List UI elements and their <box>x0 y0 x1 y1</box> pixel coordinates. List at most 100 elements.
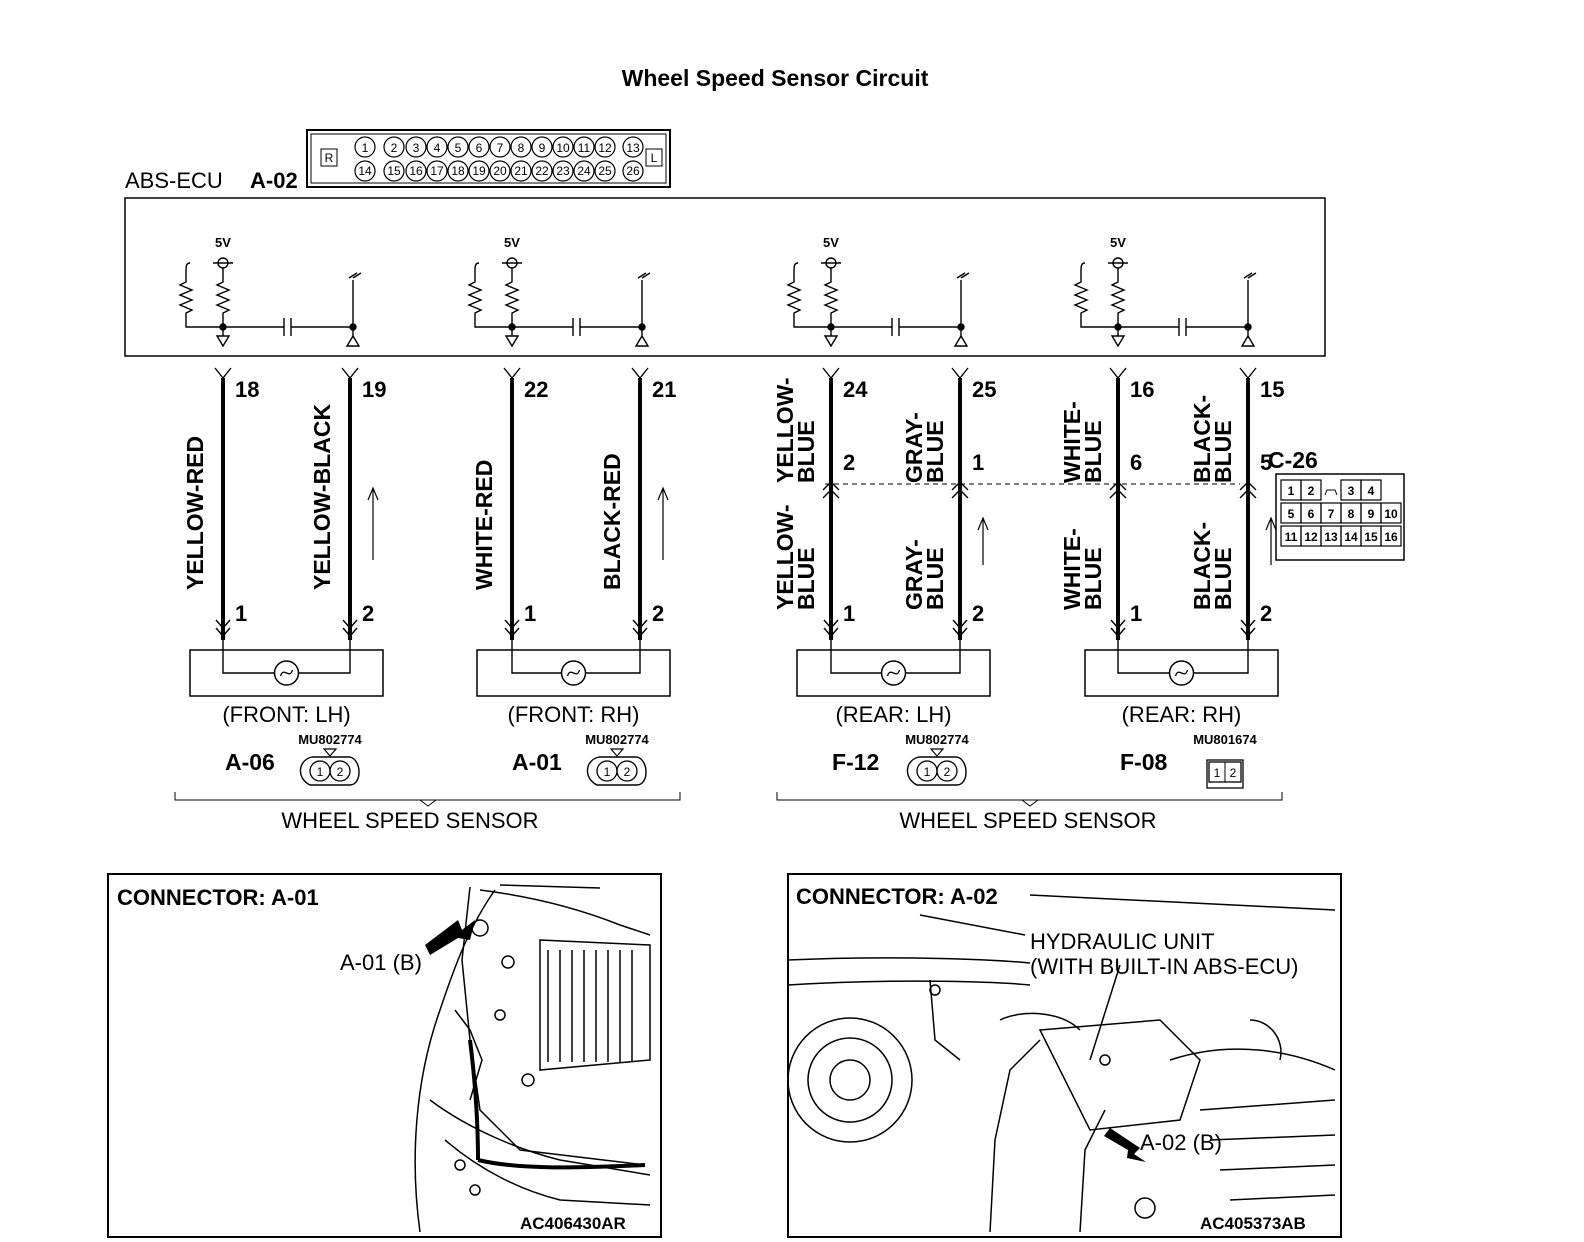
sensor-connector-pin: 2 <box>1230 766 1237 780</box>
wire-color-label: BLUE <box>1080 420 1106 483</box>
ecu-pin-label: 7 <box>497 141 504 155</box>
wire-color-label: BLUE <box>793 420 819 483</box>
ecu-pin-number: 22 <box>524 377 548 402</box>
ecu-pin <box>552 136 574 158</box>
ecu-sensor-interface: 5V <box>178 235 362 348</box>
supply-label: 5V <box>823 235 839 250</box>
ecu-pin <box>552 160 574 182</box>
sensor-connector-label: A-01 <box>512 749 562 775</box>
c26-pin-number: 1 <box>972 450 984 475</box>
ecu-sensor-interface: 5V <box>467 235 651 348</box>
ecu-pin <box>510 160 532 182</box>
sensor-position-label: (FRONT: LH) <box>222 702 350 727</box>
ecu-pin-number: 15 <box>1260 377 1284 402</box>
group-brace-rear <box>776 792 1283 807</box>
c26-terminal <box>1239 481 1257 499</box>
wire-color-label: WHITE- <box>1059 401 1085 483</box>
ecu-pin <box>622 160 644 182</box>
ecu-internal-circuits: 5V 5V 5V 5V <box>178 235 1257 348</box>
sensor-pin-number: 2 <box>1260 601 1272 626</box>
panel-a02-callout-unit-sub: (WITH BUILT-IN ABS-ECU) <box>1030 954 1299 979</box>
ecu-pin-number: 16 <box>1130 377 1154 402</box>
supply-label: 5V <box>1110 235 1126 250</box>
c26-pin-label: 3 <box>1348 484 1355 498</box>
ecu-pin-label: 22 <box>535 164 549 178</box>
wire-color-label: BLACK-RED <box>599 453 625 590</box>
sensor-part-number: MU802774 <box>905 732 969 747</box>
ecu-pin-label: 23 <box>556 164 570 178</box>
connector-panel-a02: CONNECTOR: A-02 HYDRAULIC UNIT (WITH BUI… <box>787 873 1342 1238</box>
ecu-pin <box>573 160 595 182</box>
wire-color-label: YELLOW-RED <box>182 436 208 590</box>
ecu-side-right: L <box>651 151 658 165</box>
wire-color-label: BLUE <box>1210 547 1236 610</box>
sensor-terminal <box>952 619 968 638</box>
c26-pin <box>1380 525 1402 547</box>
signal-direction-arrow <box>1265 516 1277 565</box>
sensor-connector-label: A-06 <box>225 749 275 775</box>
ecu-pin-label: 6 <box>476 141 483 155</box>
wire-color-label: WHITE-RED <box>471 460 497 590</box>
ecu-pin-number: 24 <box>843 377 868 402</box>
ecu-terminal <box>341 367 359 380</box>
ecu-pin-label: 2 <box>391 141 398 155</box>
sensor-box <box>1084 649 1279 697</box>
ecu-pin-label: 8 <box>518 141 525 155</box>
sensor-pin-number: 2 <box>652 601 664 626</box>
signal-direction-arrow <box>367 486 379 560</box>
ecu-terminal <box>822 367 840 380</box>
ecu-pin-label: 21 <box>514 164 528 178</box>
panel-a02-callout-connector: A-02 (B) <box>1140 1130 1222 1155</box>
ecu-pin <box>531 160 553 182</box>
c26-terminal <box>951 481 969 499</box>
ecu-box <box>124 197 1326 357</box>
connector-panel-a01: CONNECTOR: A-01 A-01 (B) AC406430AR <box>107 873 662 1238</box>
sensor-pin-number: 1 <box>1130 601 1142 626</box>
ecu-pin <box>354 136 376 158</box>
ecu-pin <box>468 136 490 158</box>
ecu-pin <box>447 136 469 158</box>
c26-pin-label: 11 <box>1285 530 1298 544</box>
ecu-pin-label: 11 <box>578 141 591 155</box>
ecu-pin-number: 21 <box>652 377 676 402</box>
ecu-pin <box>426 160 448 182</box>
signal-direction-arrow <box>977 516 989 565</box>
panel-a02-title: CONNECTOR: A-02 <box>796 884 998 909</box>
sensor-position-label: (REAR: LH) <box>835 702 951 727</box>
harness-a01 <box>477 1158 646 1170</box>
pointer-arrow-a02 <box>1104 1128 1146 1162</box>
c26-pin-number: 2 <box>843 450 855 475</box>
ecu-terminal <box>631 367 649 380</box>
group-label-rear: WHEEL SPEED SENSOR <box>899 808 1156 833</box>
ecu-sensor-interface: 5V <box>786 235 970 348</box>
c26-pin-label: 13 <box>1324 530 1338 544</box>
panel-a02-callout-unit: HYDRAULIC UNIT <box>1030 929 1215 954</box>
sensor-terminal <box>823 619 839 638</box>
ecu-pin <box>573 136 595 158</box>
ecu-pin-label: 3 <box>413 141 420 155</box>
ecu-pin <box>354 160 376 182</box>
wire-color-label: YELLOW- <box>772 377 798 483</box>
sensor-connector-pin: 2 <box>944 765 951 779</box>
c26-pin-label: 12 <box>1304 530 1318 544</box>
ecu-pin-label: 15 <box>387 164 401 178</box>
ecu-terminal <box>503 367 521 380</box>
c26-pin-label: 4 <box>1368 484 1375 498</box>
c26-pin <box>1300 479 1322 501</box>
panel-a01-callout: A-01 (B) <box>340 950 422 975</box>
ecu-pin-label: 18 <box>451 164 465 178</box>
sensor-connector-label: F-08 <box>1120 749 1168 775</box>
sensor-terminal <box>342 619 358 638</box>
